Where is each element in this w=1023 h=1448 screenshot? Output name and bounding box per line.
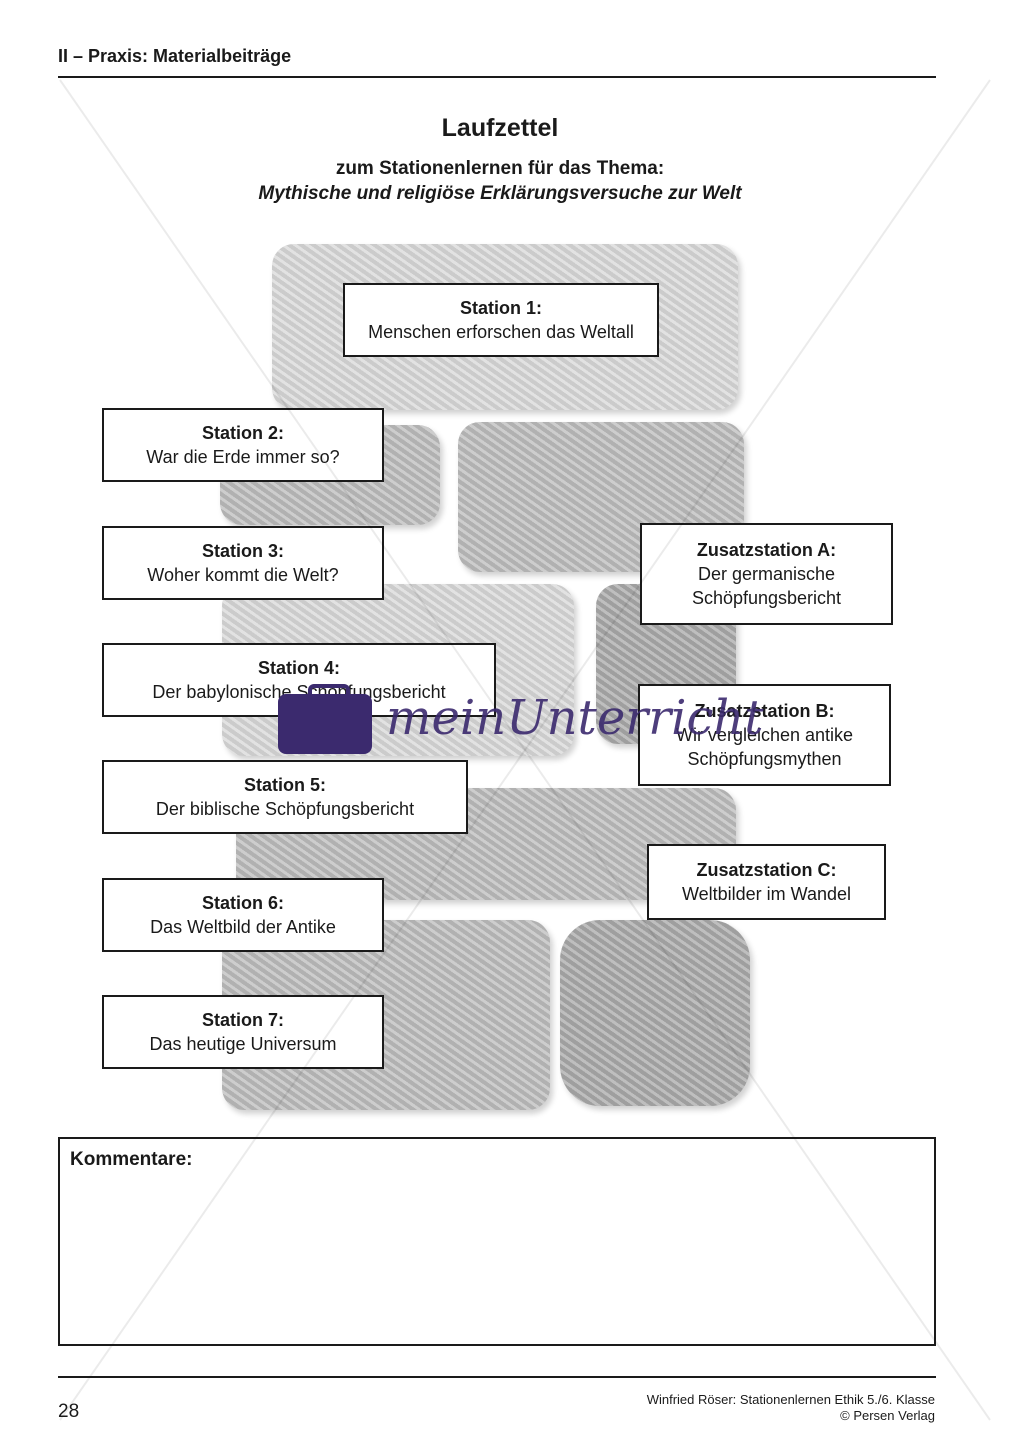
footer-rule bbox=[58, 1376, 936, 1378]
comment-box[interactable] bbox=[58, 1137, 936, 1346]
station-7-label: Station 7: bbox=[201, 1010, 284, 1030]
page-title: Laufzettel bbox=[441, 114, 559, 142]
station-1-text: Menschen erforschen das Weltall bbox=[368, 322, 634, 342]
station-4-label: Station 4: bbox=[257, 658, 340, 678]
extra-station-b-line1: Wir vergleichen antike bbox=[675, 725, 854, 745]
station-6-box: Station 6: Das Weltbild der Antike bbox=[102, 878, 384, 952]
station-6-label: Station 6: bbox=[201, 893, 284, 913]
extra-station-c-line1: Weltbilder im Wandel bbox=[681, 884, 852, 904]
station-5-box: Station 5: Der biblische Schöpfungsberic… bbox=[102, 760, 468, 834]
page-number: 28 bbox=[58, 1401, 80, 1422]
footer-author-line: Winfried Röser: Stationenlernen Ethik 5.… bbox=[646, 1392, 935, 1407]
comment-label: Kommentare: bbox=[70, 1149, 193, 1170]
extra-station-b-label: Zusatzstation B: bbox=[694, 701, 835, 721]
extra-station-a-label: Zusatzstation A: bbox=[696, 540, 837, 560]
extra-station-a-line1: Der germanische bbox=[697, 564, 836, 584]
station-2-box: Station 2: War die Erde immer so? bbox=[102, 408, 384, 482]
extra-station-b-box: Zusatzstation B: Wir vergleichen antike … bbox=[638, 684, 891, 786]
station-1-box: Station 1: Menschen erforschen das Welta… bbox=[343, 283, 659, 357]
extra-station-a-line2: Schöpfungsbericht bbox=[691, 588, 842, 608]
station-3-label: Station 3: bbox=[201, 541, 284, 561]
station-5-text: Der biblische Schöpfungsbericht bbox=[155, 799, 415, 819]
page-subtitle: zum Stationenlernen für das Thema: bbox=[335, 158, 665, 179]
station-6-text: Das Weltbild der Antike bbox=[150, 917, 336, 937]
section-header: II – Praxis: Materialbeiträge bbox=[58, 46, 292, 66]
station-2-text: War die Erde immer so? bbox=[146, 447, 340, 467]
station-5-label: Station 5: bbox=[243, 775, 326, 795]
page-theme: Mythische und religiöse Erklärungsversuc… bbox=[258, 183, 742, 204]
footer-publisher: © Persen Verlag bbox=[840, 1408, 935, 1423]
extra-station-a-box: Zusatzstation A: Der germanische Schöpfu… bbox=[640, 523, 893, 625]
extra-station-b-line2: Schöpfungsmythen bbox=[687, 749, 842, 769]
station-4-text: Der babylonische Schöpfungsbericht bbox=[152, 682, 446, 702]
briefcase-cloud-icon bbox=[278, 684, 372, 754]
station-3-text: Woher kommt die Welt? bbox=[147, 565, 339, 585]
station-7-box: Station 7: Das heutige Universum bbox=[102, 995, 384, 1069]
watermark-logo: meinUnterricht bbox=[386, 690, 764, 746]
hand-of-god-image bbox=[560, 920, 750, 1106]
station-3-box: Station 3: Woher kommt die Welt? bbox=[102, 526, 384, 600]
header-rule bbox=[58, 76, 936, 78]
station-7-text: Das heutige Universum bbox=[149, 1034, 337, 1054]
station-2-label: Station 2: bbox=[201, 423, 284, 443]
station-1-label: Station 1: bbox=[459, 298, 542, 318]
extra-station-c-box: Zusatzstation C: Weltbilder im Wandel bbox=[647, 844, 886, 920]
extra-station-c-label: Zusatzstation C: bbox=[696, 860, 837, 880]
